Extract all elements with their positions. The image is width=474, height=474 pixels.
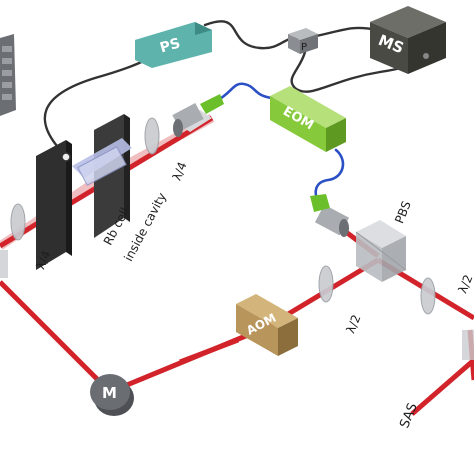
mirror-label: M (102, 384, 117, 402)
eom-modulator: EOM (270, 86, 346, 152)
beam-aom-diffracted (179, 337, 239, 365)
rb-cell-cavity (36, 114, 132, 270)
optics (10, 117, 436, 315)
aom-modulator: AOM (236, 294, 298, 356)
label-sas: SAS (397, 401, 421, 430)
label-half-wave-mid: λ/2 (343, 313, 363, 336)
left-edge-optic (0, 250, 8, 278)
waveplate-half-mid (318, 265, 334, 303)
beam-lower-left (0, 280, 112, 394)
fiber-eom-output (314, 148, 345, 202)
p-label: P (301, 42, 307, 53)
fiber-eom-input (216, 82, 274, 102)
cable-p-to-ms (314, 26, 380, 38)
fiber-coupler-right (310, 194, 350, 237)
rb-cell-connector-icon (61, 152, 71, 162)
fibers (216, 82, 345, 202)
label-quarter-wave-left: λ/4 (33, 249, 53, 272)
label-pbs: PBS (392, 199, 414, 225)
cable-ps-to-p (203, 20, 300, 50)
ps-label: PS (158, 35, 182, 56)
right-edge-optic (462, 330, 474, 360)
pbs-cube (355, 220, 407, 282)
fiber-coupler-top (172, 94, 224, 137)
p-splitter-box: P (288, 28, 318, 54)
waveplate-half-right (420, 277, 436, 315)
waveplate-quarter-top (144, 117, 160, 155)
label-half-wave-right: λ/2 (455, 273, 474, 296)
waveplate-quarter-left (10, 203, 26, 241)
ms-box: MS (370, 6, 446, 74)
cavity-plate-front (36, 140, 66, 270)
ms-knob-icon (423, 53, 429, 59)
ps-power-supply: PS (135, 22, 212, 68)
beam-sas (410, 358, 474, 416)
left-edge-device (0, 34, 16, 116)
label-quarter-wave-top: λ/4 (170, 160, 190, 183)
rb-cell-body (77, 146, 127, 186)
mirror-m: M (90, 374, 134, 416)
